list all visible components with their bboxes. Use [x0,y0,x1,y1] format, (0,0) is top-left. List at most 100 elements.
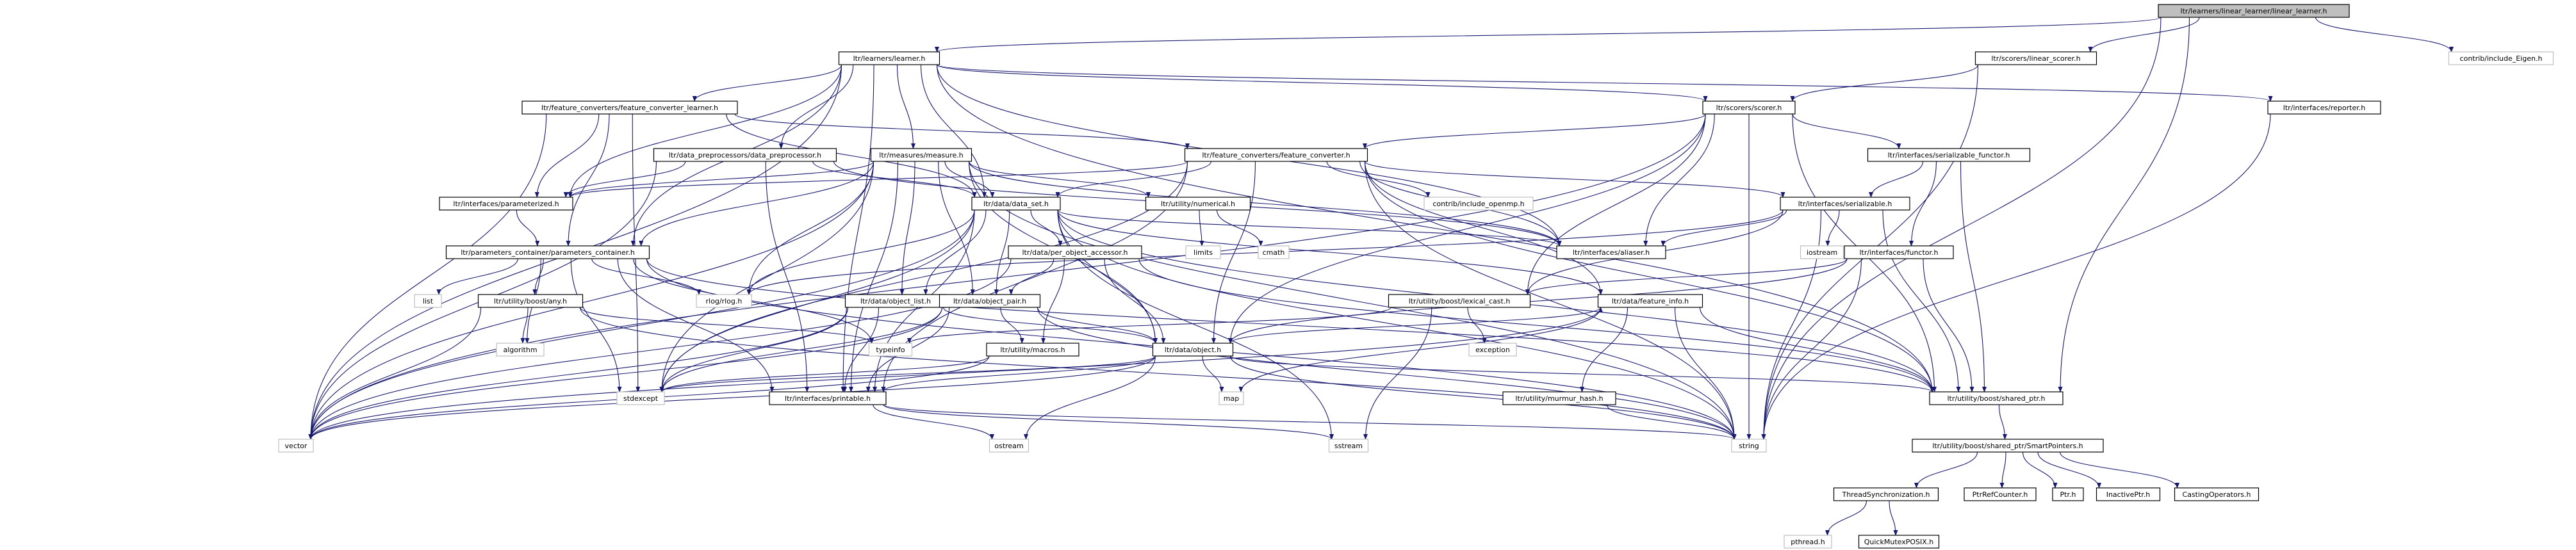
node-murmur[interactable]: ltr/utility/murmur_hash.h [1502,391,1616,405]
edge-ser-functor-to-functor [1909,161,1937,247]
edge-object-to-vector [308,355,1156,440]
node-shared-ptr[interactable]: ltr/utility/boost/shared_ptr.h [1929,391,2063,405]
node-linear-scorer[interactable]: ltr/scorers/linear_scorer.h [1974,51,2097,65]
edge-per-obj-acc-to-object [1104,258,1166,344]
node-lexical-cast[interactable]: ltr/utility/boost/lexical_cast.h [1388,294,1531,308]
node-label: pthread.h [1791,538,1825,546]
edge-linear-learner-to-shared-ptr [2058,17,2190,392]
node-object-pair[interactable]: ltr/data/object_pair.h [939,294,1041,308]
node-box [2096,487,2161,501]
node-feature-info[interactable]: ltr/data/feature_info.h [1597,294,1703,308]
node-learner[interactable]: ltr/learners/learner.h [838,51,940,65]
node-thread-sync[interactable]: ThreadSynchronization.h [1833,487,1939,501]
node-sstream: sstream [1328,439,1369,453]
edge-functor-to-lexical-cast [1525,258,1848,295]
node-casting-ops[interactable]: CastingOperators.h [2174,487,2260,501]
edge-serializable-to-shared-ptr [1882,209,1961,392]
node-functor[interactable]: ltr/interfaces/functor.h [1844,245,1954,259]
edge-data-prep-to-data-set [812,161,977,198]
node-label: ltr/interfaces/aliaser.h [1573,248,1650,257]
edge-scorer-to-ser-functor [1792,113,1901,149]
node-label: ltr/parameters_container/parameters_cont… [461,248,635,257]
edge-per-obj-acc-to-object-pair [1008,258,1054,295]
node-box [1974,51,2097,65]
edge-scorer-to-fc [1363,113,1706,149]
node-fc[interactable]: ltr/feature_converters/feature_converter… [1184,148,1368,162]
node-numerical[interactable]: ltr/utility/numerical.h [1145,197,1251,211]
edge-object-pair-to-vector [308,307,943,440]
node-smart-pointers[interactable]: ltr/utility/boost/shared_ptr/SmartPointe… [1912,439,2104,453]
edge-reporter-to-string [1761,113,2271,440]
node-label: PtrRefCounter.h [1973,490,2028,499]
node-ser-functor[interactable]: ltr/interfaces/serializable_functor.h [1867,148,2031,162]
node-box [1145,197,1251,211]
edge-data-set-to-object-pair [994,209,1010,295]
edge-data-set-to-sstream [1057,209,1334,440]
node-box [2267,101,2381,115]
edge-object-to-map [1202,355,1224,392]
node-macros[interactable]: ltr/utility/macros.h [986,343,1079,357]
node-label: stdexcept [623,394,659,403]
node-label: algorithm [503,346,537,354]
node-label: ltr/data/object_list.h [860,297,931,305]
node-printable[interactable]: ltr/interfaces/printable.h [769,391,887,405]
node-box [496,343,545,357]
node-params-container[interactable]: ltr/parameters_container/parameters_cont… [445,245,650,259]
edge-feature-info-to-shared-ptr [1699,307,1935,392]
edge-data-set-to-vector [308,209,975,440]
edge-fc-to-shared-ptr [1364,161,1935,392]
node-label: sstream [1334,442,1363,450]
node-per-obj-acc[interactable]: ltr/data/per_object_accessor.h [1008,245,1142,259]
node-box [1780,197,1910,211]
node-any[interactable]: ltr/utility/boost/any.h [477,294,584,308]
node-reporter[interactable]: ltr/interfaces/reporter.h [2267,101,2381,115]
edge-any-to-algorithm [520,307,529,344]
edge-object-to-feature-info [1229,307,1603,344]
node-quick-mutex[interactable]: QuickMutexPOSIX.h [1858,535,1940,549]
node-ptr-ref-counter[interactable]: PtrRefCounter.h [1964,487,2037,501]
node-box [1556,245,1666,259]
edge-fc-to-openmp [1326,161,1431,198]
edge-smart-pointers-to-ptr-ref-counter [1999,451,2006,489]
node-label: ltr/interfaces/parameterized.h [453,200,559,208]
node-label: map [1224,394,1239,403]
node-inactive-ptr[interactable]: InactivePtr.h [2096,487,2161,501]
node-box [521,101,738,115]
node-label: rlog/rlog.h [706,297,742,305]
nodes-layer: ltr/learners/linear_learner/linear_learn… [278,4,2554,549]
node-label: vector [285,442,308,450]
node-data-prep[interactable]: ltr/data_preprocessors/data_preprocessor… [653,148,837,162]
node-label: cmath [1263,248,1285,257]
node-label: ltr/data_preprocessors/data_preprocessor… [669,151,821,159]
node-data-set[interactable]: ltr/data/data_set.h [971,197,1061,211]
node-ptr[interactable]: Ptr.h [2052,487,2084,501]
edge-measure-to-params-container [639,161,874,247]
edge-parameterized-to-params-container [516,209,540,247]
node-pthread: pthread.h [1784,535,1832,549]
node-box [278,439,314,453]
node-serializable[interactable]: ltr/interfaces/serializable.h [1780,197,1910,211]
node-scorer[interactable]: ltr/scorers/scorer.h [1702,101,1796,115]
node-measure[interactable]: ltr/measures/measure.h [870,148,972,162]
node-fc-learner[interactable]: ltr/feature_converters/feature_converter… [521,101,738,115]
node-box [986,343,1079,357]
edge-numerical-to-limits [1199,209,1204,247]
node-object[interactable]: ltr/data/object.h [1152,343,1234,357]
node-aliaser[interactable]: ltr/interfaces/aliaser.h [1556,245,1666,259]
node-label: ltr/utility/boost/shared_ptr/SmartPointe… [1932,442,2083,450]
node-label: ltr/interfaces/reporter.h [2283,104,2365,112]
node-label: ThreadSynchronization.h [1841,490,1930,499]
node-linear-learner[interactable]: ltr/learners/linear_learner/linear_learn… [2158,4,2350,18]
node-box [838,51,940,65]
node-box [1929,391,2063,405]
edge-params-container-to-shared-ptr [646,258,1935,392]
node-label: contrib/include_openmp.h [1432,200,1524,208]
node-box [1185,245,1221,259]
edge-data-set-to-object [1057,209,1158,344]
node-parameterized[interactable]: ltr/interfaces/parameterized.h [439,197,573,211]
node-object-list[interactable]: ltr/data/object_list.h [844,294,947,308]
node-box [2174,487,2260,501]
node-box [1008,245,1142,259]
edge-fc-learner-to-params-container [566,113,610,247]
